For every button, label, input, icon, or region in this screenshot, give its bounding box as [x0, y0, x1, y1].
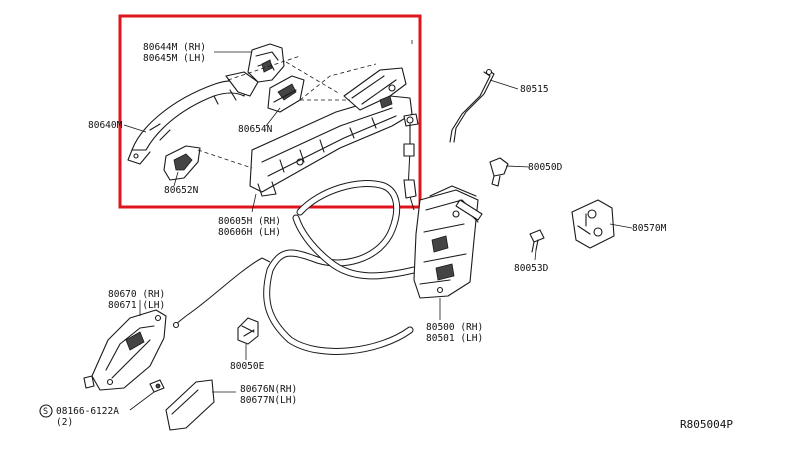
screw-part: [149, 379, 165, 393]
label-80670: 80670 (RH): [108, 289, 165, 300]
label-80652n: 80652N: [164, 185, 199, 196]
label-80654n: 80654N: [238, 124, 273, 135]
label-08166: 08166-6122A: [56, 406, 119, 417]
label-80050d: 80050D: [528, 162, 563, 173]
clip-e-part: [237, 317, 259, 345]
cable-assembly: [172, 116, 418, 355]
escutcheon-part: [247, 43, 285, 83]
striker-part: [571, 199, 615, 249]
label-80570m: 80570M: [632, 223, 667, 234]
inside-handle-part: [83, 309, 167, 391]
label-80671: 80671 (LH): [108, 300, 165, 311]
label-80050e: 80050E: [230, 361, 265, 372]
label-80645m: 80645M (LH): [143, 53, 206, 64]
inside-escutcheon-part: [165, 379, 215, 431]
label-80501: 80501 (LH): [426, 333, 483, 344]
rear-gasket-part: [163, 145, 201, 181]
screw-symbol-icon: [39, 404, 53, 418]
assembly-line: [197, 149, 253, 169]
label-08166-qty: (2): [56, 417, 73, 428]
label-80644m: 80644M (RH): [143, 42, 206, 53]
outside-handle-part: [127, 71, 259, 165]
assembly-line: [285, 61, 341, 95]
label-80640m: 80640M: [88, 120, 123, 131]
label-80500: 80500 (RH): [426, 322, 483, 333]
label-80605h: 80605H (RH): [218, 216, 281, 227]
assembly-line: [299, 63, 377, 101]
label-80677n: 80677N(LH): [240, 395, 297, 406]
label-80676n: 80676N(RH): [240, 384, 297, 395]
gasket-part: [267, 75, 305, 113]
label-80606h: 80606H (LH): [218, 227, 281, 238]
assembly-line: [227, 55, 301, 81]
highlight-box: [118, 14, 422, 209]
label-80515: 80515: [520, 84, 549, 95]
clip-part: [489, 157, 509, 187]
bolt-part: [529, 229, 545, 253]
screw-symbol: S: [43, 407, 48, 417]
label-80053d: 80053D: [514, 263, 549, 274]
rod-part: [449, 68, 495, 143]
door-lock-actuator-part: [413, 185, 483, 299]
diagram-id: R805004P: [680, 418, 733, 431]
